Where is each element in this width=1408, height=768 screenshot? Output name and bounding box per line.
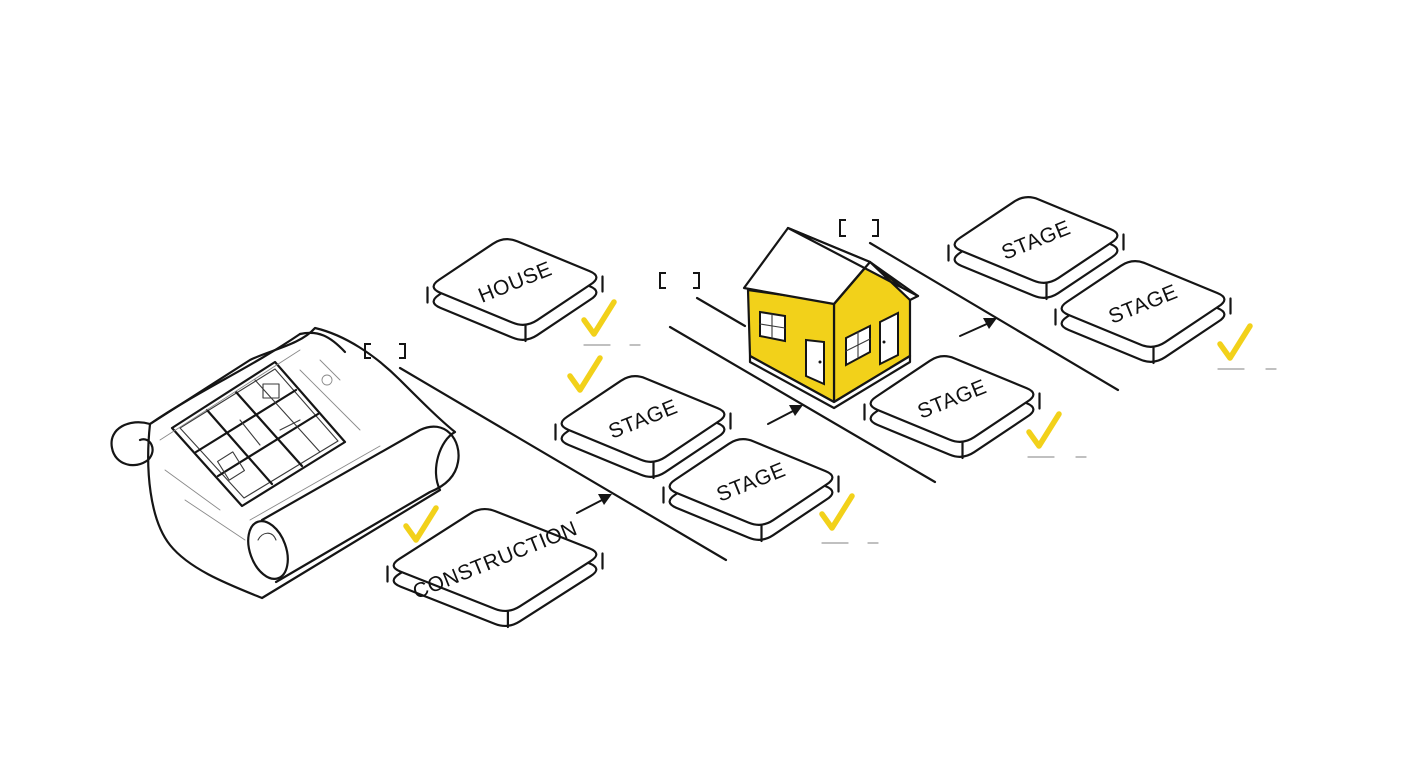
arrow-icon xyxy=(959,318,997,337)
tiles-layer: HOUSECONSTRUCTIONSTAGESTAGESTAGESTAGESTA… xyxy=(386,196,1232,629)
tile-construction: CONSTRUCTION xyxy=(386,507,604,629)
tile-top xyxy=(432,238,598,326)
tile-top xyxy=(392,507,598,613)
tile-top xyxy=(668,438,834,526)
lane-lines xyxy=(398,241,1120,562)
tile-stage-3: STAGE xyxy=(863,355,1041,460)
lane-line-1 xyxy=(398,366,728,562)
bracket-icon xyxy=(839,219,879,237)
tile-house: HOUSE xyxy=(426,238,604,343)
house-icon xyxy=(742,226,920,410)
arrow-icon xyxy=(767,405,803,425)
tile-top xyxy=(560,375,726,463)
checkmark-icon xyxy=(581,299,641,346)
arrow-icon xyxy=(576,494,612,514)
checkmark-icon xyxy=(819,493,879,544)
blueprint-scroll-icon xyxy=(110,326,460,600)
bracket-icon xyxy=(659,272,700,289)
checkmark-icon xyxy=(403,505,439,543)
tile-stage-4: STAGE xyxy=(947,196,1125,301)
tile-top xyxy=(953,196,1119,284)
lane-line-2 xyxy=(668,325,937,484)
checkmark-icon xyxy=(1026,411,1087,458)
tile-top xyxy=(869,355,1035,443)
floor-plan-icon xyxy=(170,360,347,508)
tile-stage-2: STAGE xyxy=(662,438,840,543)
checks-layer xyxy=(403,299,1277,544)
lane-line-3 xyxy=(868,241,1120,392)
tile-stage-1: STAGE xyxy=(554,375,732,480)
tile-stage-5: STAGE xyxy=(1054,260,1232,365)
checkmark-icon xyxy=(567,355,603,393)
lane-line-2b xyxy=(695,296,747,328)
checkmark-icon xyxy=(1217,323,1277,370)
tile-top xyxy=(1060,260,1226,348)
